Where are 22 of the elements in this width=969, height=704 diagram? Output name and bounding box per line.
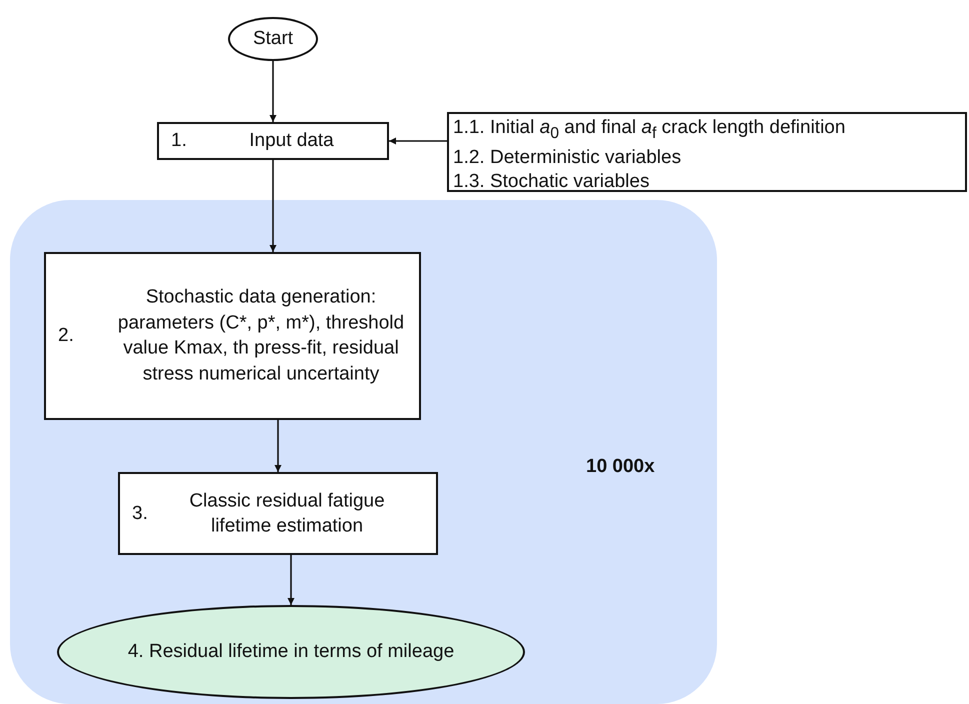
list-item: 1.1. Initial a$_{0}$ and final a$_{f}$ crack length definition <box>453 116 846 144</box>
loop-region <box>10 200 717 704</box>
list-item: 1.3. Stochatic variables <box>453 170 650 194</box>
arrow <box>389 138 447 144</box>
repeat-count: 10 000x <box>586 456 655 478</box>
process-box <box>157 122 389 160</box>
note-box <box>447 112 967 192</box>
arrow <box>270 61 276 122</box>
process-box <box>44 252 421 420</box>
node-label: Start <box>252 28 294 50</box>
arrow <box>270 160 276 252</box>
arrow <box>274 420 282 472</box>
step-number: 3. <box>132 502 148 524</box>
node-label: 4. Residual lifetime in terms of mileage <box>128 641 454 663</box>
step-number: 2. <box>58 325 74 347</box>
step-text: Classic residual fatigue lifetime estimation <box>188 488 386 538</box>
list-item: 1.2. Deterministic variables <box>453 146 682 170</box>
process-box <box>118 472 438 555</box>
step-number: 1. <box>171 130 187 152</box>
step-text: Stochastic data generation: parameters (C*, p*, m*), threshold value Kmax, th press-fit, residual stress numerical uncertainty <box>116 286 406 387</box>
step-text: Input data <box>248 129 335 154</box>
arrow <box>288 555 294 605</box>
